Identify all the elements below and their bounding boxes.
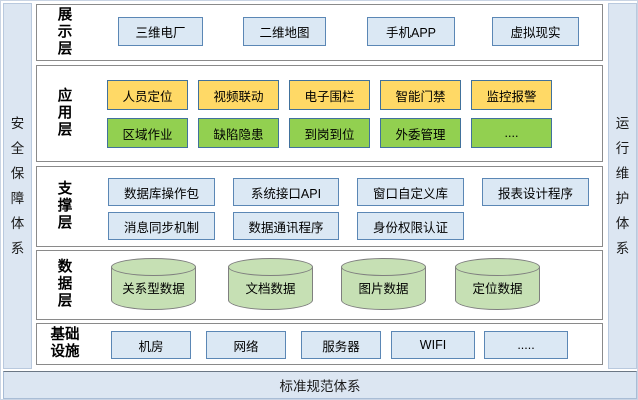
cylinder-relational-data: 关系型数据 bbox=[111, 258, 196, 310]
box-message-sync-mechanism: 消息同步机制 bbox=[108, 212, 215, 240]
box-2d-map: 二维地图 bbox=[243, 17, 326, 46]
box-identity-permission-auth: 身份权限认证 bbox=[357, 212, 464, 240]
box-smart-access-control: 智能门禁 bbox=[380, 80, 461, 110]
cylinder-image-data: 图片数据 bbox=[341, 258, 426, 310]
layer-infrastructure-label: 基础设施 bbox=[50, 327, 80, 360]
layer-presentation-label: 展示层 bbox=[57, 7, 73, 57]
box-video-linkage: 视频联动 bbox=[198, 80, 279, 110]
box-report-design-program: 报表设计程序 bbox=[482, 178, 589, 206]
cylinder-top bbox=[455, 258, 540, 276]
cylinder-location-data: 定位数据 bbox=[455, 258, 540, 310]
box-3d-plant: 三维电厂 bbox=[118, 17, 203, 46]
right-system-bar: 运行维护体系 bbox=[608, 3, 637, 369]
box-data-communication-program: 数据通讯程序 bbox=[233, 212, 339, 240]
layer-support-label: 支撑层 bbox=[57, 181, 73, 231]
cylinder-top bbox=[228, 258, 313, 276]
right-system-bar-label: 运行维护体系 bbox=[615, 116, 630, 256]
cylinder-top bbox=[111, 258, 196, 276]
box-network: 网络 bbox=[206, 331, 286, 359]
layer-data-label: 数据层 bbox=[57, 259, 73, 310]
box-window-custom-library: 窗口自定义库 bbox=[357, 178, 464, 206]
box-on-duty-in-place: 到岗到位 bbox=[289, 118, 370, 148]
cylinder-body bbox=[228, 267, 313, 310]
box-server-room: 机房 bbox=[111, 331, 191, 359]
box-wifi: WIFI bbox=[391, 331, 475, 359]
box-personnel-positioning: 人员定位 bbox=[107, 80, 188, 110]
left-system-bar: 安全保障体系 bbox=[3, 3, 32, 369]
box-application-more: .... bbox=[471, 118, 552, 148]
cylinder-document-data: 文档数据 bbox=[228, 258, 313, 310]
box-database-operation-package: 数据库操作包 bbox=[108, 178, 215, 206]
bottom-system-bar-label: 标准规范体系 bbox=[279, 379, 361, 394]
box-system-interface-api: 系统接口API bbox=[233, 178, 339, 206]
cylinder-top bbox=[341, 258, 426, 276]
box-area-work: 区域作业 bbox=[107, 118, 188, 148]
box-electronic-fence: 电子围栏 bbox=[289, 80, 370, 110]
bottom-system-bar: 标准规范体系 bbox=[3, 371, 637, 399]
box-virtual-reality: 虚拟现实 bbox=[492, 17, 579, 46]
box-server: 服务器 bbox=[301, 331, 381, 359]
box-outsourcing-management: 外委管理 bbox=[380, 118, 461, 148]
box-defect-hazard: 缺陷隐患 bbox=[198, 118, 279, 148]
layer-application-label: 应用层 bbox=[57, 88, 73, 138]
left-system-bar-label: 安全保障体系 bbox=[10, 116, 25, 256]
box-infrastructure-more: ..... bbox=[484, 331, 568, 359]
box-monitoring-alarm: 监控报警 bbox=[471, 80, 552, 110]
box-mobile-app: 手机APP bbox=[367, 17, 455, 46]
